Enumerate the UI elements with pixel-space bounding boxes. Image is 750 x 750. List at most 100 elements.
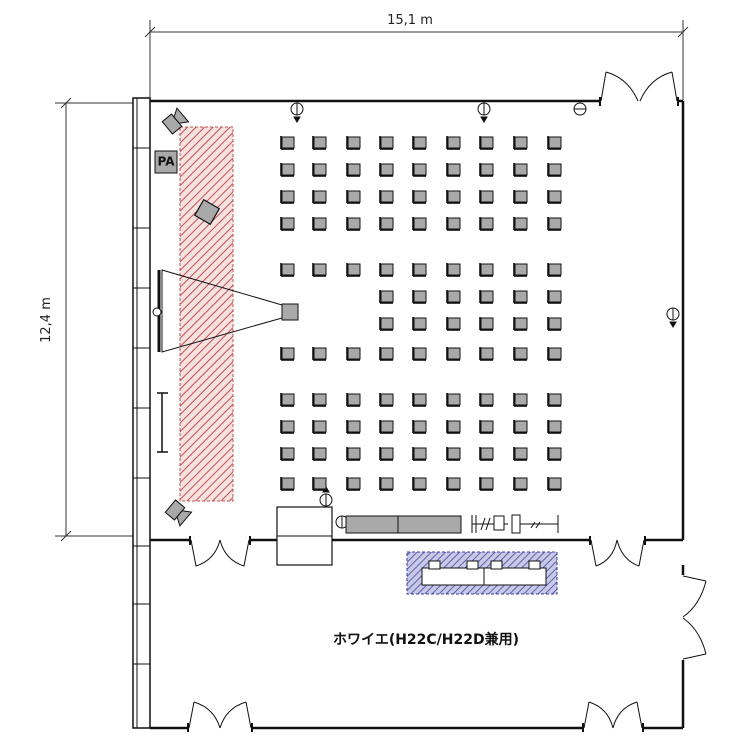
seat — [412, 447, 427, 461]
seat — [446, 163, 461, 177]
seat — [412, 420, 427, 434]
seat — [280, 190, 295, 204]
seat — [479, 163, 494, 177]
seat — [379, 447, 394, 461]
seat — [446, 420, 461, 434]
seat — [312, 447, 327, 461]
seat — [312, 190, 327, 204]
seat — [412, 136, 427, 150]
seat — [412, 347, 427, 361]
seat — [346, 447, 361, 461]
seating-area — [280, 136, 562, 491]
seat — [446, 447, 461, 461]
seat — [479, 393, 494, 407]
seat — [446, 263, 461, 277]
seat — [379, 163, 394, 177]
seat — [346, 477, 361, 491]
doors — [188, 71, 707, 729]
seat — [379, 263, 394, 277]
seat — [513, 393, 528, 407]
seat — [280, 347, 295, 361]
projection-screen — [152, 269, 299, 353]
seat — [547, 477, 562, 491]
seat — [346, 217, 361, 231]
wall-ticks — [187, 97, 679, 732]
width-dimension-label: 15,1 m — [387, 13, 433, 28]
door-bottom-left — [188, 701, 252, 729]
seat — [513, 420, 528, 434]
seat — [280, 447, 295, 461]
seat — [547, 393, 562, 407]
seat — [547, 447, 562, 461]
seat — [547, 317, 562, 331]
seat — [547, 163, 562, 177]
door-hall-right — [590, 539, 645, 567]
seat — [312, 477, 327, 491]
seat — [379, 420, 394, 434]
reception-counter — [406, 551, 558, 595]
seat — [312, 347, 327, 361]
light-icon — [666, 307, 680, 328]
seat — [379, 290, 394, 304]
seat — [379, 317, 394, 331]
seat — [346, 420, 361, 434]
seat — [312, 217, 327, 231]
seat — [280, 477, 295, 491]
seat — [446, 347, 461, 361]
seat — [547, 420, 562, 434]
door-bottom-right — [583, 701, 643, 729]
equipment-table — [345, 515, 462, 534]
seat — [412, 477, 427, 491]
seat — [280, 136, 295, 150]
seat — [379, 217, 394, 231]
seat — [479, 290, 494, 304]
seat — [312, 136, 327, 150]
seat — [412, 263, 427, 277]
stage-area — [179, 126, 234, 502]
foyer-label: ホワイエ(H22C/H22D兼用) — [333, 631, 519, 648]
pa-label: PA — [158, 155, 176, 169]
seat — [312, 420, 327, 434]
seat — [379, 136, 394, 150]
door-hall-left — [190, 539, 250, 567]
projector-icon — [281, 303, 299, 321]
seat — [446, 393, 461, 407]
seat — [479, 317, 494, 331]
seat — [479, 190, 494, 204]
partition-panel — [132, 97, 151, 729]
speaker-top — [161, 107, 190, 135]
seat — [479, 263, 494, 277]
seat — [346, 163, 361, 177]
seat — [513, 136, 528, 150]
seat — [412, 317, 427, 331]
seat — [513, 477, 528, 491]
seat — [547, 347, 562, 361]
seat — [379, 190, 394, 204]
light-icon — [573, 102, 587, 116]
seat — [346, 136, 361, 150]
light-icon — [290, 102, 304, 123]
seat — [312, 263, 327, 277]
seat — [346, 190, 361, 204]
chair-stack — [471, 514, 559, 534]
seat — [446, 190, 461, 204]
seat — [513, 163, 528, 177]
seat — [479, 136, 494, 150]
seat — [513, 263, 528, 277]
seat — [513, 290, 528, 304]
seat — [280, 393, 295, 407]
seat — [346, 347, 361, 361]
seat — [412, 217, 427, 231]
seat — [280, 163, 295, 177]
height-dimension: 12,4 m — [39, 97, 140, 542]
seat — [547, 136, 562, 150]
seat — [479, 420, 494, 434]
seat — [479, 477, 494, 491]
pa-system: PA — [154, 150, 178, 174]
seat — [479, 217, 494, 231]
seat — [312, 163, 327, 177]
seat — [280, 217, 295, 231]
seat — [479, 347, 494, 361]
height-dimension-label: 12,4 m — [39, 297, 54, 343]
control-desk — [276, 506, 333, 566]
